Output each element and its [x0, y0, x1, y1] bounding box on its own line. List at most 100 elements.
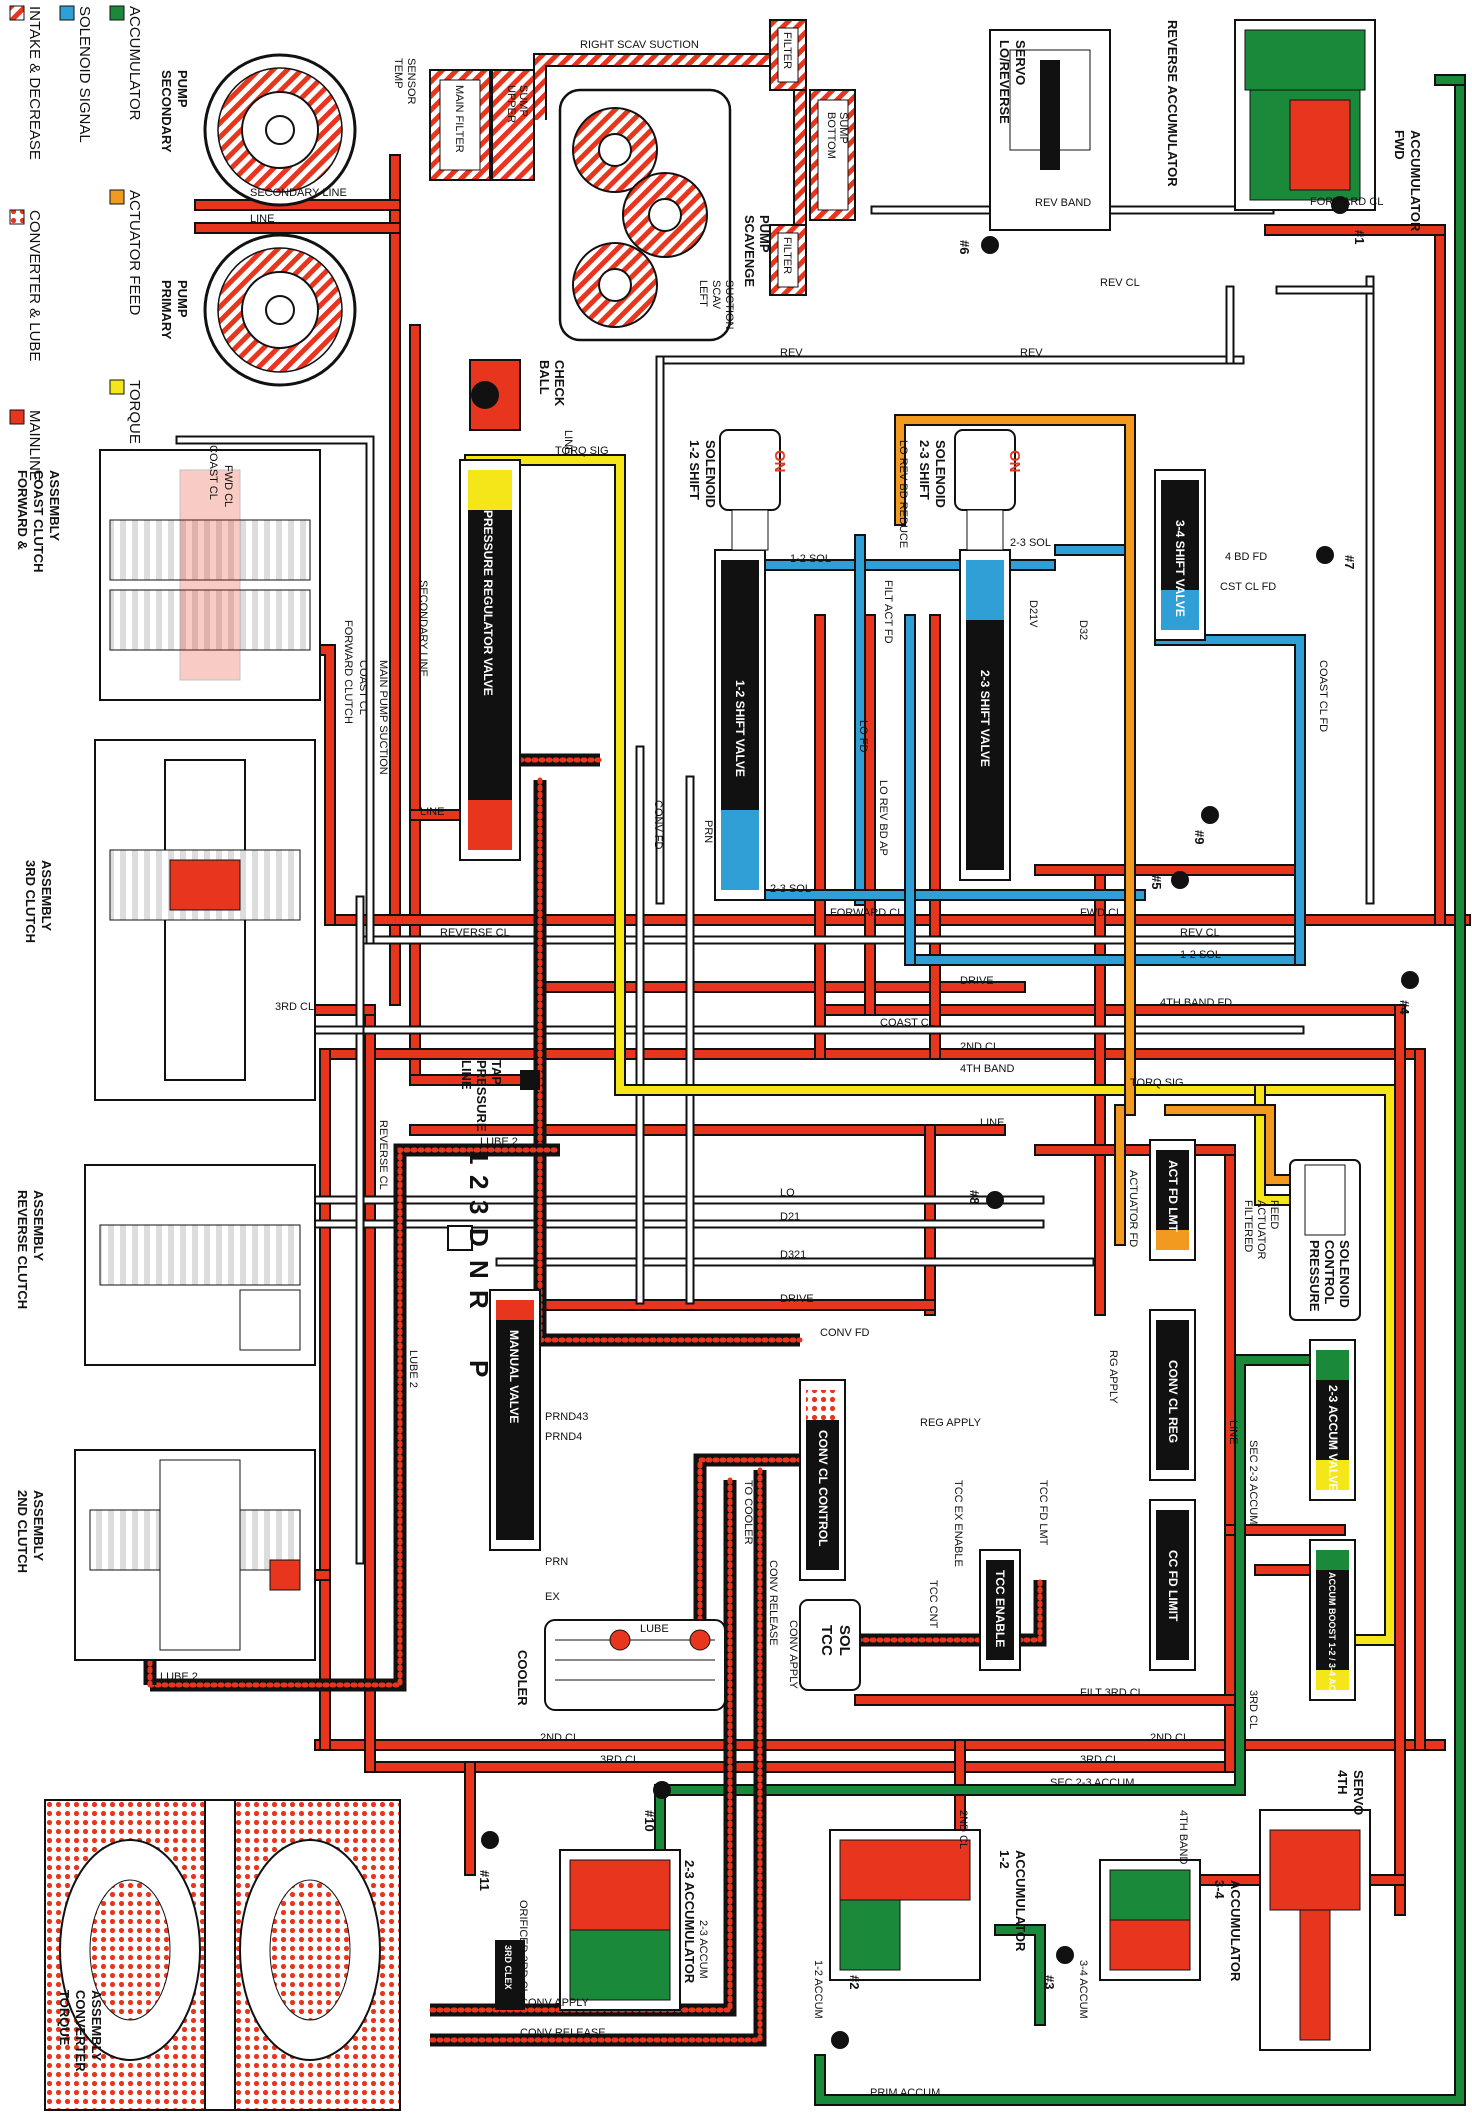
- reverse-fwd-accumulators: REVERSE ACCUMULATOR FWD ACCUMULATOR: [1165, 19, 1423, 232]
- fourth-servo-label-2: SERVO: [1351, 1770, 1366, 1815]
- secondary-pump-label-1: SECONDARY: [159, 70, 174, 153]
- lbl-3rd-cl-v: 3RD CL: [1247, 1690, 1259, 1729]
- legend-actuator: ACTUATOR FEED: [126, 190, 143, 315]
- lbl-3rd-cl: 3RD CL: [275, 1001, 314, 1013]
- tcc-sol-label-1: TCC: [818, 1625, 835, 1656]
- on-label-12: ON: [771, 450, 788, 473]
- ball-check-label-2: CHECK: [552, 360, 567, 407]
- accum-34-label-1: 3-4: [1212, 1880, 1227, 1900]
- faf-label-3: FEED: [1268, 1200, 1280, 1229]
- checkballs: #1 #2 #3 #4 #5 #6 #7 #8 #9 #10 #11: [477, 196, 1419, 2049]
- acc-boost-label: ACCUM BOOST 1-2 / 3-4 ACC: [1327, 1572, 1337, 1698]
- line-label-top: LINE: [250, 213, 274, 225]
- lbl-2nd-cl-bottom: 2ND CL: [957, 1810, 969, 1849]
- right-scav-label: RIGHT SCAV SUCTION: [580, 39, 699, 51]
- gear-2: 2: [464, 1175, 494, 1189]
- lbl-line-mid: LINE: [980, 1117, 1004, 1129]
- lbl-coast-cl-fd: COAST CL FD: [1317, 660, 1329, 732]
- lbl-conv-apply: CONV APPLY: [787, 1620, 799, 1690]
- lbl-rev-cl-top: REV CL: [1100, 277, 1140, 289]
- lbl-prn: PRN: [702, 820, 714, 843]
- conv-cl-control-valve: CONV CL CONTROL: [799, 1379, 846, 1581]
- lbl-2nd-cl-mid: 2ND CL: [960, 1041, 999, 1053]
- faf-label-2: ACTUATOR: [1255, 1200, 1267, 1260]
- lbl-rev-cl: REV CL: [1180, 927, 1220, 939]
- tcc-sol-label-2: SOL: [836, 1625, 853, 1656]
- pressure-control-solenoid: PRESSURE CONTROL SOLENOID FILTERED ACTUA…: [1242, 1159, 1361, 1321]
- lbl-sec-23-accum-v: SEC 2-3 ACCUM: [1247, 1440, 1259, 1524]
- lbl-torq-sig: TORQ SIG: [555, 445, 609, 457]
- checkball-7: #7: [1342, 555, 1357, 569]
- lbl-prnd4: PRND4: [545, 1431, 582, 1443]
- lbl-prim-accum-right-2: PRIM ACCUM: [1470, 850, 1472, 920]
- cc-fd-limit-valve: CC FD LIMIT: [1149, 1499, 1196, 1671]
- lpt-label-3: TAP: [489, 1060, 504, 1085]
- temp-sensor-label-1: TEMP: [392, 58, 404, 89]
- lbl-4th-band-bottom: 4TH BAND: [1177, 1810, 1189, 1864]
- passage-labels: TORQ SIG TORQ SIG REV BAND FORWARD CL RE…: [160, 196, 1472, 2099]
- lbl-line-v: LINE: [562, 430, 574, 454]
- acc-boost-valve: ACCUM BOOST 1-2 / 3-4 ACC: [1309, 1539, 1356, 1701]
- cc-fd-limit-label: CC FD LIMIT: [1166, 1550, 1180, 1622]
- lbl-prim-accum-right-3: PRIM ACCUM: [1470, 230, 1472, 300]
- torque-passages: [464, 454, 1396, 1646]
- act-fd-lmt-label: ACT FD LMT: [1166, 1160, 1180, 1233]
- lbl-secondary-line-v: SECONDARY LINE: [417, 580, 429, 677]
- lbl-34-accum: 3-4 ACCUM: [1077, 1960, 1089, 2019]
- lbl-4-bd-fd: 4 BD FD: [1225, 551, 1267, 563]
- left-scav-label-2: SCAV: [710, 280, 722, 310]
- checkball-6: #6: [957, 240, 972, 254]
- lbl-sec-23-accum: SEC 2-3 ACCUM: [1050, 1777, 1134, 1789]
- legend-solenoid: SOLENOID SIGNAL: [76, 6, 93, 143]
- legend-swatch-intake: [9, 5, 25, 21]
- accum-12-label-1: 1-2: [997, 1850, 1012, 1869]
- lbl-rev-band: REV BAND: [1035, 197, 1091, 209]
- conv-cl-reg-valve: CONV CL REG: [1149, 1309, 1196, 1481]
- bottom-sump-label-2: SUMP: [837, 112, 849, 144]
- pressure-regulator-label: PRESSURE REGULATOR VALVE: [481, 510, 495, 696]
- lbl-reverse-cl-v: REVERSE CL: [377, 1120, 389, 1190]
- legend-accumulator: ACCUMULATOR: [126, 6, 143, 121]
- lo-reverse-servo: LO/REVERSE SERVO: [989, 29, 1111, 231]
- legend: INTAKE & DECREASE CONVERTER & LUBE MAINL…: [9, 5, 143, 503]
- lbl-d32: D32: [1077, 620, 1089, 640]
- lbl-fwd-cl-short: FWD CL: [1080, 907, 1122, 919]
- tcc-enable-label: TCC ENABLE: [993, 1570, 1007, 1647]
- lbl-drive: DRIVE: [960, 975, 994, 987]
- checkball-10: #10: [642, 1810, 657, 1832]
- lbl-tcc-cnt: TCC CNT: [927, 1580, 939, 1629]
- on-label-23: ON: [1006, 450, 1023, 473]
- pcs-label-1: PRESSURE: [1307, 1240, 1322, 1312]
- primary-pump-label-2: PUMP: [175, 280, 190, 318]
- accumulator-23: 2-3 ACCUMULATOR 3RD CLEX: [495, 1849, 697, 2011]
- lbl-lube-2: LUBE 2: [480, 1136, 518, 1148]
- tcc-solenoid: TCC SOL: [799, 1599, 861, 1691]
- legend-swatch-accumulator: [109, 5, 125, 21]
- lbl-2nd-cl-r: 2ND CL: [1150, 1732, 1189, 1744]
- gear-n: N: [464, 1260, 494, 1279]
- checkball-5: #5: [1149, 875, 1164, 889]
- pressure-regulator-valve: PRESSURE REGULATOR VALVE: [459, 459, 521, 861]
- lbl-conv-release-bottom: CONV RELEASE: [520, 2027, 606, 2039]
- lbl-tcc-fd-lmt: TCC FD LMT: [1037, 1480, 1049, 1546]
- upper-sump-label-2: SUMP: [517, 85, 529, 117]
- lbl-lo-fd: LO FD: [857, 720, 869, 752]
- filter-right-label: FILTER: [781, 32, 793, 69]
- shift-12-label: 1-2 SHIFT VALVE: [733, 680, 747, 777]
- lbl-d21v: D21V: [1027, 600, 1039, 628]
- scavenge-pump-label-1: SCAVENGE: [742, 215, 757, 287]
- lbl-4th-band-mid: 4TH BAND: [960, 1063, 1014, 1075]
- accumulator-12: 1-2 ACCUMULATOR: [829, 1829, 1028, 1981]
- second-clutch-label-1: 2ND CLUTCH: [15, 1490, 30, 1573]
- lbl-orificed-3rd-cl: ORIFICED 3RD CL: [517, 1900, 529, 1995]
- primary-pump-label-1: PRIMARY: [159, 280, 174, 340]
- gear-1: 1: [464, 1150, 494, 1164]
- lbl-reg-apply: REG APPLY: [920, 1417, 982, 1429]
- shift-sol-12-label-1: 1-2 SHIFT: [687, 440, 702, 500]
- accumulator-passages: [654, 74, 1466, 2106]
- gear-d: D: [464, 1228, 494, 1247]
- fwd-accum-label-2: ACCUMULATOR: [1408, 130, 1423, 232]
- lbl-lube-2-bottom: LUBE 2: [160, 1671, 198, 1683]
- cooler: COOLER: [515, 1619, 726, 1711]
- lbl-fwd-cl: FWD CL: [222, 465, 234, 507]
